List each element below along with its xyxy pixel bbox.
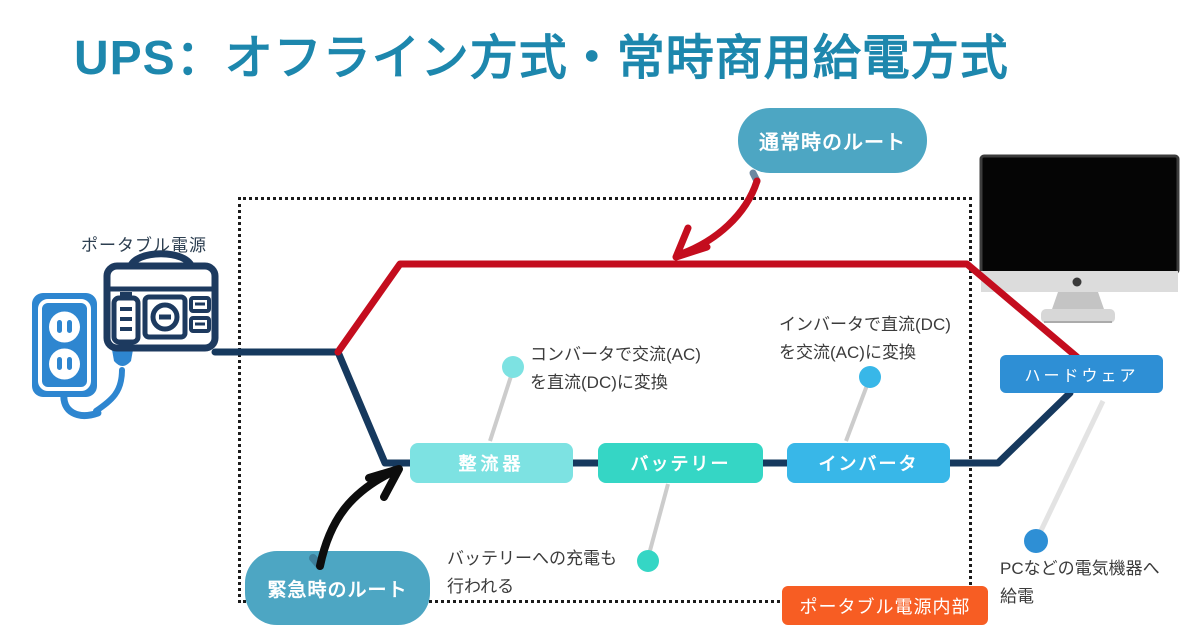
rectifier-box: 整流器 <box>410 443 573 483</box>
inverter-label: インバータ <box>818 454 919 474</box>
portable-power-label: ポータブル電源 <box>81 236 207 255</box>
hardware-box: ハードウェア <box>1000 355 1163 393</box>
battery-note-leader <box>646 483 670 559</box>
battery-charge-note: バッテリーへの充電も 行われる <box>447 545 617 601</box>
inverter-note-dot <box>859 366 881 388</box>
portable-power-internal-boundary <box>238 197 972 603</box>
outlet-icon <box>32 293 102 419</box>
page-title: UPS：オフライン方式・常時商用給電方式 <box>74 32 1009 85</box>
inverter-note-line2: を交流(AC)に変換 <box>779 343 916 362</box>
converter-note-leader <box>488 369 515 442</box>
converter-note-dot <box>502 356 524 378</box>
pc-power-note-line2: 給電 <box>1000 587 1034 606</box>
pc-note-leader <box>1034 399 1106 541</box>
pc-power-note-line1: PCなどの電気機器へ <box>1000 559 1160 578</box>
portable-power-internal-label: ポータブル電源内部 <box>799 596 971 617</box>
pc-note-dot <box>1024 529 1048 553</box>
converter-note-line1: コンバータで交流(AC) <box>530 345 701 364</box>
hardware-label: ハードウェア <box>1024 368 1139 385</box>
emergency-route-line <box>211 348 1074 467</box>
battery-charge-note-line1: バッテリーへの充電も <box>447 549 617 568</box>
inverter-box: インバータ <box>787 443 950 483</box>
emergency-route-badge: 緊急時のルート <box>245 551 430 625</box>
battery-note-dot <box>637 550 659 572</box>
battery-box: バッテリー <box>598 443 763 483</box>
rectifier-label: 整流器 <box>458 454 525 474</box>
monitor-icon <box>979 154 1180 323</box>
converter-note-line2: を直流(DC)に変換 <box>530 373 668 392</box>
portable-power-internal-badge: ポータブル電源内部 <box>782 586 988 625</box>
normal-route-line <box>334 260 1081 361</box>
converter-note: コンバータで交流(AC) を直流(DC)に変換 <box>530 341 701 397</box>
inverter-note-line1: インバータで直流(DC) <box>779 315 951 334</box>
battery-label: バッテリー <box>630 454 731 474</box>
inverter-note-leader <box>844 379 871 442</box>
normal-route-badge-label: 通常時のルート <box>759 132 906 154</box>
normal-route-badge: 通常時のルート <box>738 108 927 173</box>
emergency-route-badge-label: 緊急時のルート <box>267 579 408 601</box>
pc-power-note: PCなどの電気機器へ 給電 <box>1000 555 1160 611</box>
portable-power-station-icon <box>93 250 219 414</box>
inverter-note: インバータで直流(DC) を交流(AC)に変換 <box>779 311 951 367</box>
battery-charge-note-line2: 行われる <box>447 577 515 596</box>
